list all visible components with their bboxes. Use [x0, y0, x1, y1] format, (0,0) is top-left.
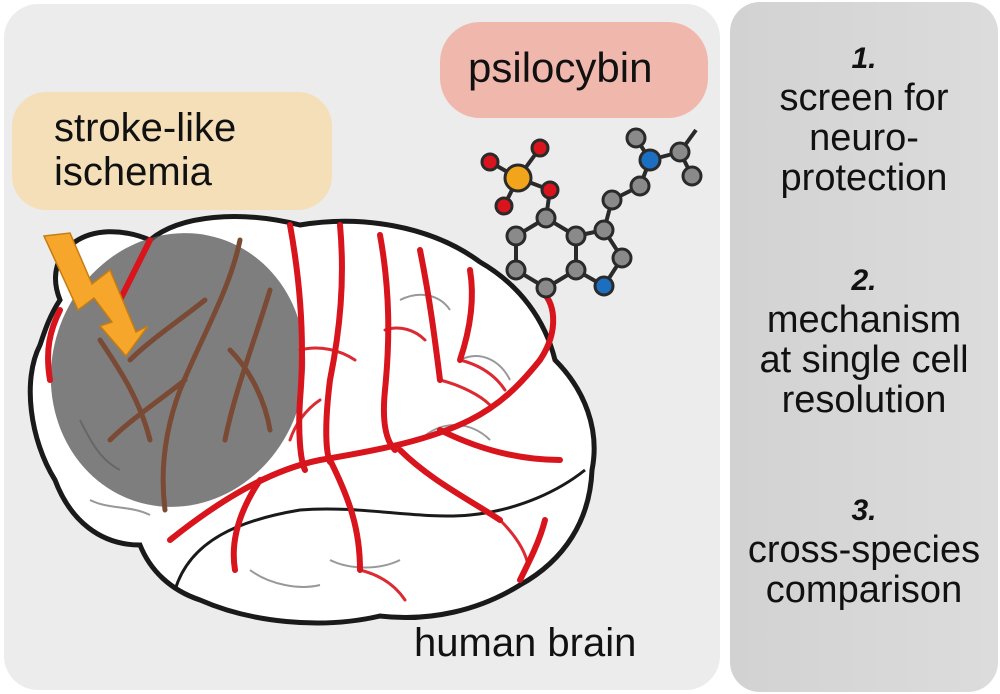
step-2-text: mechanism at single cell resolution — [759, 299, 969, 421]
blood-vessels — [45, 222, 563, 583]
ischemic-vessels — [97, 237, 273, 513]
molecule-icon — [480, 127, 703, 299]
brain-label: human brain — [414, 621, 637, 665]
step-1-text: screen for neuro- protection — [779, 77, 949, 199]
stroke-label-pill: stroke-like ischemia — [12, 92, 332, 210]
steps-panel: 1. screen for neuro- protection 2. mecha… — [730, 2, 998, 692]
psilocybin-label-pill: psilocybin — [440, 22, 708, 118]
step-1: 1. screen for neuro- protection — [730, 42, 998, 198]
step-2-number: 2. — [851, 264, 877, 297]
psilocybin-label: psilocybin — [468, 44, 653, 91]
step-3: 3. cross-species comparison — [730, 494, 998, 610]
step-3-text: cross-species comparison — [747, 529, 981, 611]
stroke-label: stroke-like ischemia — [54, 106, 237, 194]
step-2: 2. mechanism at single cell resolution — [730, 264, 998, 420]
lightning-bolt-icon — [42, 232, 149, 358]
step-3-number: 3. — [851, 494, 877, 527]
step-1-number: 1. — [851, 42, 877, 75]
